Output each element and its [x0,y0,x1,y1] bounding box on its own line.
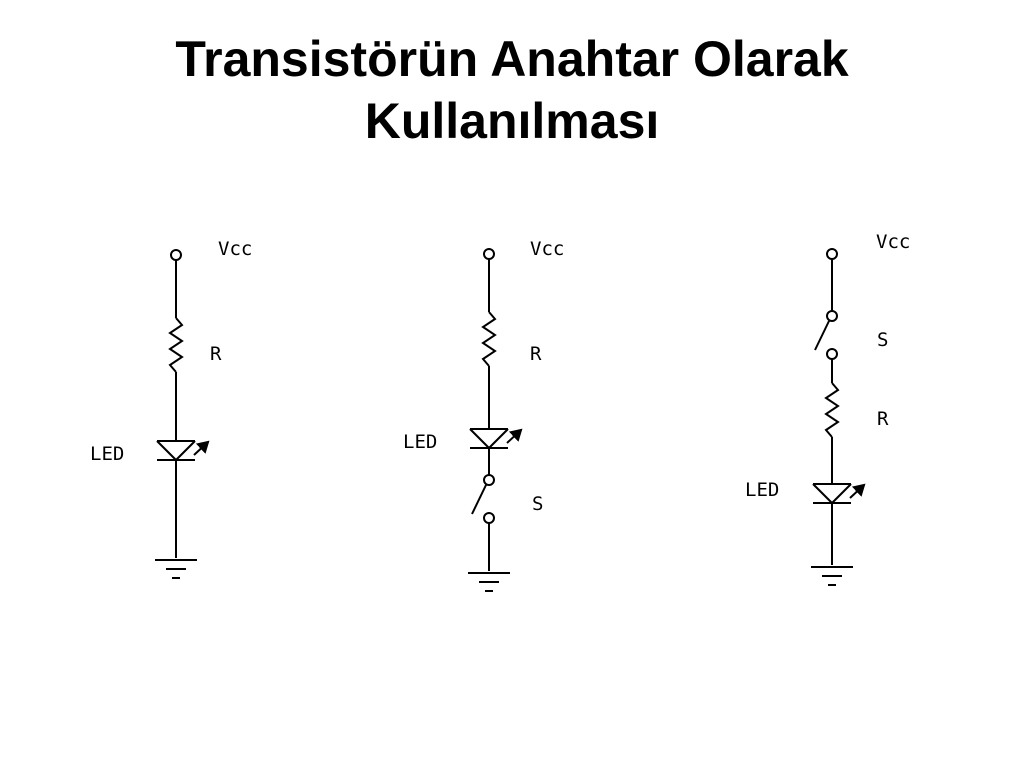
led-label: LED [90,443,124,465]
resistor [824,382,840,438]
circuit-1: Vcc R LED [90,238,252,579]
resistor-label: R [877,408,889,430]
led-symbol [156,440,210,461]
switch-symbol [471,474,495,524]
slide-title-line-1: Transistörün Anahtar Olarak [175,31,849,87]
led-symbol [469,428,523,449]
resistor-label: R [530,343,542,365]
vcc-label: Vcc [530,238,564,260]
vcc-terminal [170,249,182,261]
vcc-label: Vcc [876,231,910,253]
slide-title-line-2: Kullanılması [364,93,660,149]
ground-symbol [155,559,197,579]
ground-symbol [468,572,510,592]
resistor [481,311,497,367]
resistor [168,317,184,373]
switch-label: S [877,329,888,351]
switch-label: S [532,493,543,515]
circuit-2: Vcc R LED S [403,238,564,592]
led-label: LED [745,479,779,501]
led-symbol [812,483,866,504]
ground-symbol [811,566,853,586]
led-label: LED [403,431,437,453]
switch-symbol [814,310,838,360]
vcc-terminal [483,248,495,260]
vcc-terminal [826,248,838,260]
vcc-label: Vcc [218,238,252,260]
circuit-3: Vcc S R LED [745,231,910,586]
slide-title: Transistörün Anahtar Olarak Kullanılması [0,28,1024,152]
resistor-label: R [210,343,222,365]
